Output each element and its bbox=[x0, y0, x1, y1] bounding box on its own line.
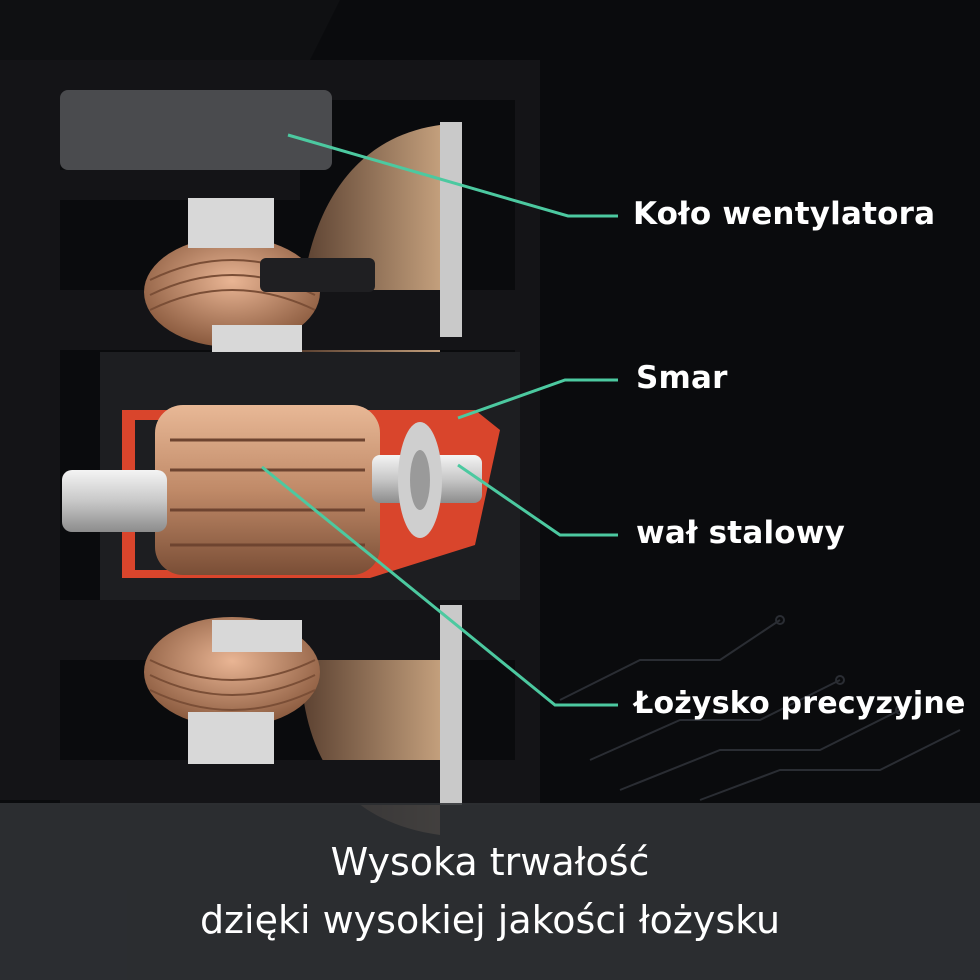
lamination-stack-top-lower bbox=[212, 325, 302, 355]
label-fan-wheel: Koło wentylatora bbox=[633, 196, 935, 232]
lamination-stack-bottom-lower bbox=[188, 712, 274, 764]
rim-strip-bottom bbox=[440, 605, 462, 805]
bearing-washer-inner bbox=[410, 450, 430, 510]
label-grease: Smar bbox=[636, 360, 728, 396]
caption-line-2: dzięki wysokiej jakości łożysku bbox=[0, 891, 980, 949]
magnet-block bbox=[60, 90, 332, 170]
lamination-stack-top bbox=[188, 198, 274, 248]
lamination-stack-bottom bbox=[212, 620, 302, 652]
label-precision-bearing: Łożysko precyzyjne bbox=[634, 686, 966, 721]
steel-shaft-left bbox=[62, 470, 167, 532]
caption-bar: Wysoka trwałość dzięki wysokiej jakości … bbox=[0, 803, 980, 980]
copper-rotor bbox=[155, 405, 380, 575]
rim-strip-top bbox=[440, 122, 462, 337]
label-steel-shaft: wał stalowy bbox=[636, 515, 845, 551]
shaft-upper bbox=[260, 258, 375, 292]
caption-line-1: Wysoka trwałość bbox=[0, 833, 980, 891]
